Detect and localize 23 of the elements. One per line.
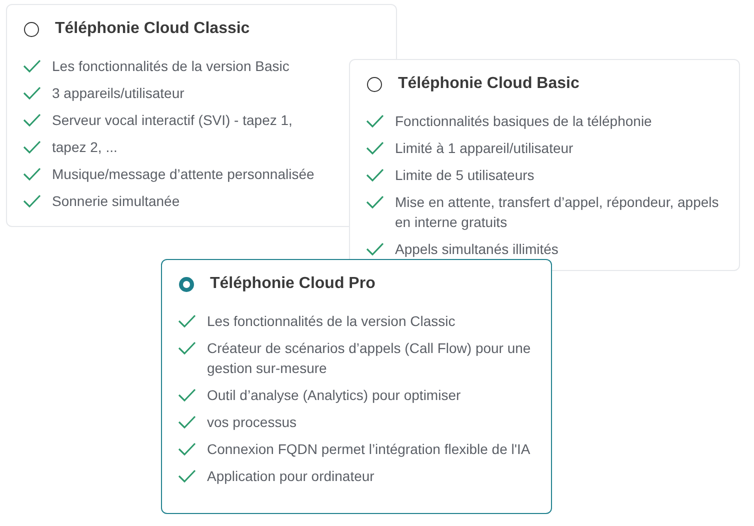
feature-text: Les fonctionnalités de la version Basic [52,57,290,76]
plan-title: Téléphonie Cloud Classic [55,20,250,38]
feature-text: vos processus [207,413,296,432]
feature-text: Musique/message d’attente personnalisée [52,165,314,184]
plan-card [349,59,740,271]
feature-text: Sonnerie simultanée [52,192,180,211]
feature-text: Limité à 1 appareil/utilisateur [395,139,574,158]
plan-card [161,259,552,514]
feature-text: Connexion FQDN permet l’intégration flexible de l'IA [207,440,530,459]
feature-text: 3 appareils/utilisateur [52,84,184,103]
feature-text: Créateur de scénarios d’appels (Call Flow) pour une gestion sur-mesure [207,339,532,378]
plan-card [6,4,397,227]
feature-text: Limite de 5 utilisateurs [395,166,534,185]
feature-text: Serveur vocal interactif (SVI) - tapez 1, [52,111,292,130]
plan-title: Téléphonie Cloud Basic [398,75,580,93]
feature-text: Mise en attente, transfert d’appel, répondeur, appels en interne gratuits [395,193,720,232]
feature-text: Outil d’analyse (Analytics) pour optimiser [207,386,461,405]
plan-title: Téléphonie Cloud Pro [210,275,376,293]
feature-text: Appels simultanés illimités [395,240,558,259]
feature-text: Application pour ordinateur [207,467,374,486]
feature-text: Fonctionnalités basiques de la téléphonie [395,112,652,131]
feature-text: tapez 2, ... [52,138,118,157]
feature-text: Les fonctionnalités de la version Classic [207,312,456,331]
